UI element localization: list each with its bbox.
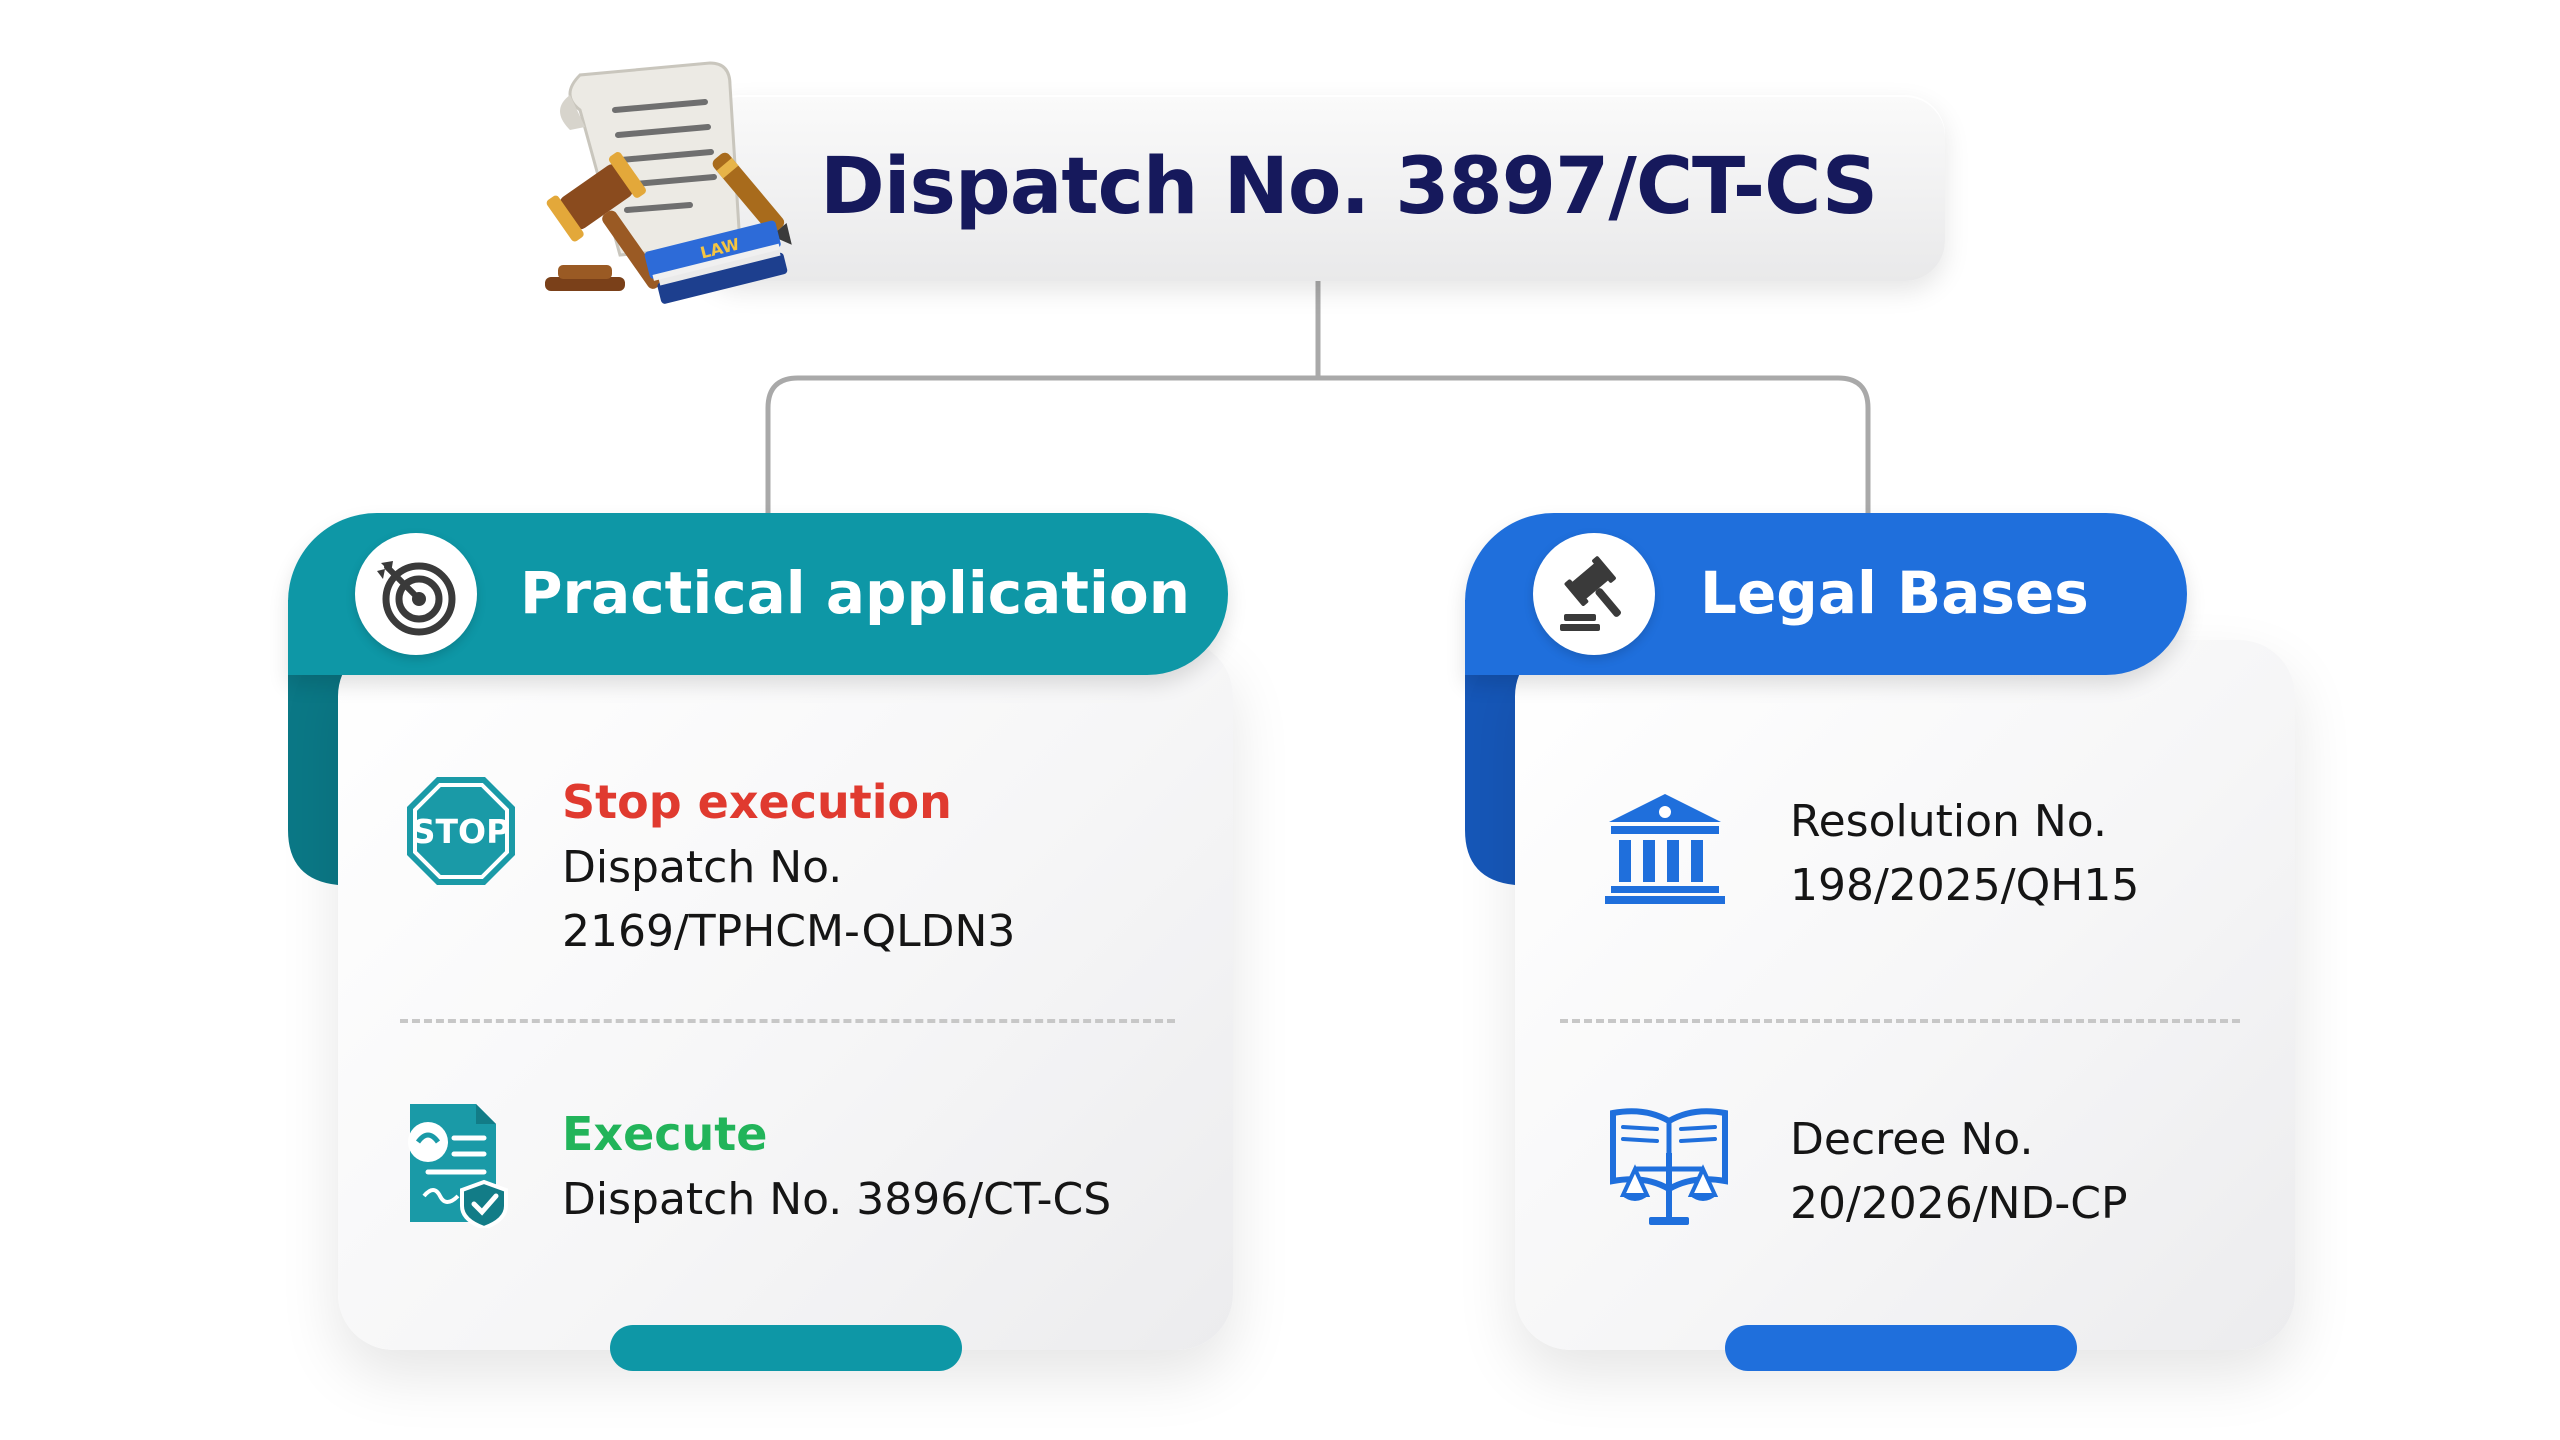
gavel-icon-badge [1533,533,1655,655]
right-bottom-bar [1725,1325,2077,1371]
target-icon [377,561,456,636]
legal-bases-title: Legal Bases [1700,559,2089,627]
legal-bases-card [1515,640,2295,1350]
decree-line-1: Decree No. [1790,1114,2034,1165]
practical-application-title: Practical application [520,559,1191,627]
government-building-icon [1605,794,1725,904]
gavel-icon [1560,556,1621,631]
left-divider [400,1019,1175,1023]
legal-documents-gavel-icon: LAW [545,61,792,304]
stop-execution-dispatch-line-1: Dispatch No. [562,842,843,893]
left-bottom-bar [610,1325,962,1371]
header-banner [700,95,1945,281]
law-book-scales-icon [1610,1108,1728,1225]
document-check-icon [408,1104,508,1228]
execute-dispatch-text: Dispatch No. 3896/CT-CS [562,1174,1112,1225]
resolution-line-2: 198/2025/QH15 [1790,860,2140,911]
decree-line-2: 20/2026/ND-CP [1790,1178,2128,1229]
stop-execution-label: Stop execution [562,775,952,829]
stop-sign-icon: STOP [407,777,515,885]
resolution-line-1: Resolution No. [1790,796,2107,847]
stop-execution-dispatch-line-2: 2169/TPHCM-QLDN3 [562,906,1016,957]
stop-sign-text: STOP [412,812,511,851]
execute-label: Execute [562,1107,768,1161]
page-title: Dispatch No. 3897/CT-CS [820,142,1878,232]
right-divider [1560,1019,2240,1023]
target-icon-badge [355,533,477,655]
practical-application-card [338,640,1233,1350]
